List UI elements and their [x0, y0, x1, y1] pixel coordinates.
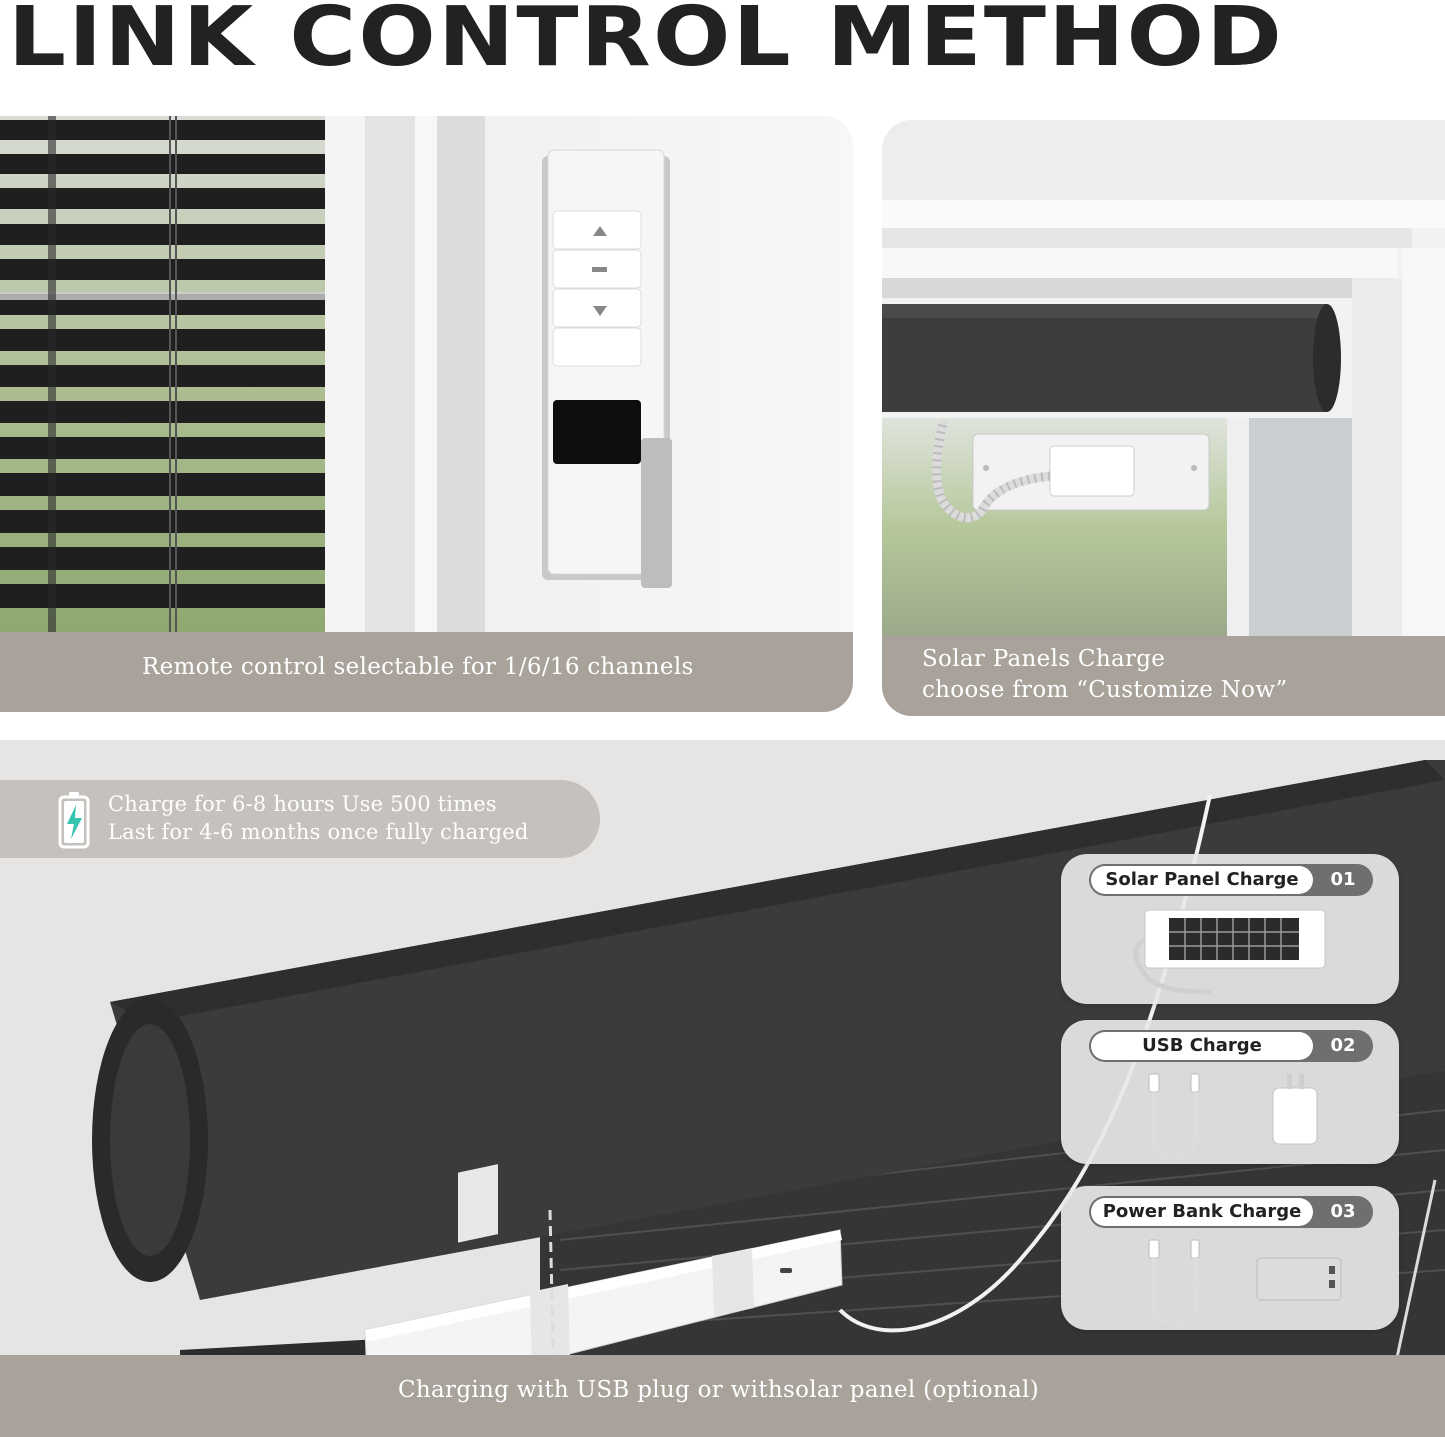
solar-caption-bar — [882, 636, 1445, 716]
remote-control-panel: Remote control selectable for 1/6/16 cha… — [0, 116, 853, 712]
option-header: USB Charge 02 — [1089, 1030, 1373, 1062]
remote-caption: Remote control selectable for 1/6/16 cha… — [142, 654, 694, 680]
option-card-power-bank: Power Bank Charge 03 — [1061, 1186, 1399, 1330]
mounted-battery-box — [972, 433, 1210, 511]
power-bank-icon — [1148, 1239, 1342, 1326]
usb-charger-icon — [1148, 1073, 1318, 1160]
battery-info-line1: Charge for 6-8 hours Use 500 times — [108, 792, 497, 816]
option-label: USB Charge — [1142, 1035, 1262, 1056]
option-number: 01 — [1330, 869, 1356, 890]
venetian-blind-slats — [0, 120, 325, 608]
charge-caption-bar — [0, 1355, 1445, 1437]
remote-caption-bar — [0, 632, 853, 712]
option-label: Power Bank Charge — [1102, 1201, 1302, 1222]
battery-charging-icon — [58, 792, 90, 849]
solar-panel-panel: Solar Panels Charge choose from “Customi… — [882, 120, 1445, 716]
down-arrow-icon — [593, 306, 607, 316]
charge-caption: Charging with USB plug or withsolar pane… — [398, 1377, 1039, 1403]
wall-remote-control — [542, 149, 672, 588]
solar-caption-line1: Solar Panels Charge — [922, 646, 1166, 672]
option-card-solar: Solar Panel Charge 01 — [1061, 854, 1399, 1004]
option-card-usb: USB Charge 02 — [1061, 1020, 1399, 1164]
option-header: Solar Panel Charge 01 — [1089, 864, 1373, 896]
solar-caption-line2: choose from “Customize Now” — [922, 677, 1288, 703]
stop-icon — [592, 267, 607, 272]
solar-panel-icon — [1133, 909, 1326, 995]
battery-info-line2: Last for 4-6 months once fully charged — [108, 820, 529, 844]
page-title: LINK CONTROL METHOD — [8, 0, 1284, 85]
option-number: 03 — [1330, 1201, 1356, 1222]
option-label: Solar Panel Charge — [1105, 869, 1299, 890]
charging-methods-panel: Charge for 6-8 hours Use 500 times Last … — [0, 740, 1445, 1437]
up-arrow-icon — [593, 226, 607, 236]
option-header: Power Bank Charge 03 — [1089, 1196, 1373, 1228]
lcd-display — [553, 400, 641, 464]
roller-shade-cassette — [882, 304, 1341, 412]
battery-info-pill: Charge for 6-8 hours Use 500 times Last … — [0, 780, 600, 858]
remote-control-scene — [0, 116, 853, 712]
solar-mount-scene — [882, 120, 1445, 716]
option-number: 02 — [1330, 1035, 1356, 1056]
